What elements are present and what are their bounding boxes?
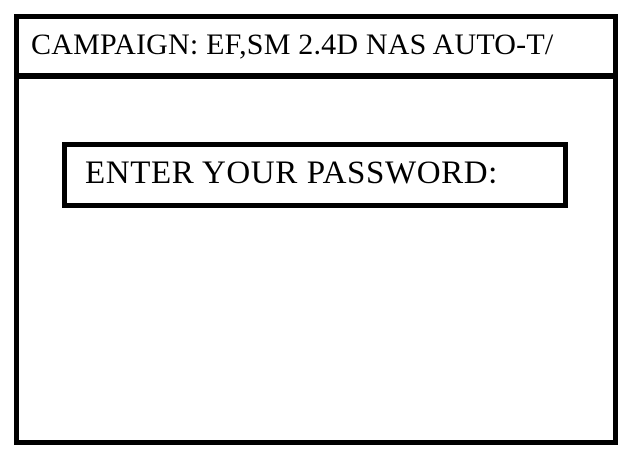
terminal-body: ENTER YOUR PASSWORD: <box>19 79 613 440</box>
password-input[interactable] <box>498 147 563 203</box>
terminal-work-area <box>19 214 613 440</box>
password-prompt-dialog[interactable]: ENTER YOUR PASSWORD: <box>62 142 568 208</box>
password-prompt-label: ENTER YOUR PASSWORD: <box>85 154 498 191</box>
title-bar: CAMPAIGN: EF,SM 2.4D NAS AUTO-T/ <box>19 19 613 79</box>
terminal-frame: CAMPAIGN: EF,SM 2.4D NAS AUTO-T/ ENTER Y… <box>14 14 618 445</box>
campaign-title: CAMPAIGN: EF,SM 2.4D NAS AUTO-T/ <box>31 27 554 61</box>
